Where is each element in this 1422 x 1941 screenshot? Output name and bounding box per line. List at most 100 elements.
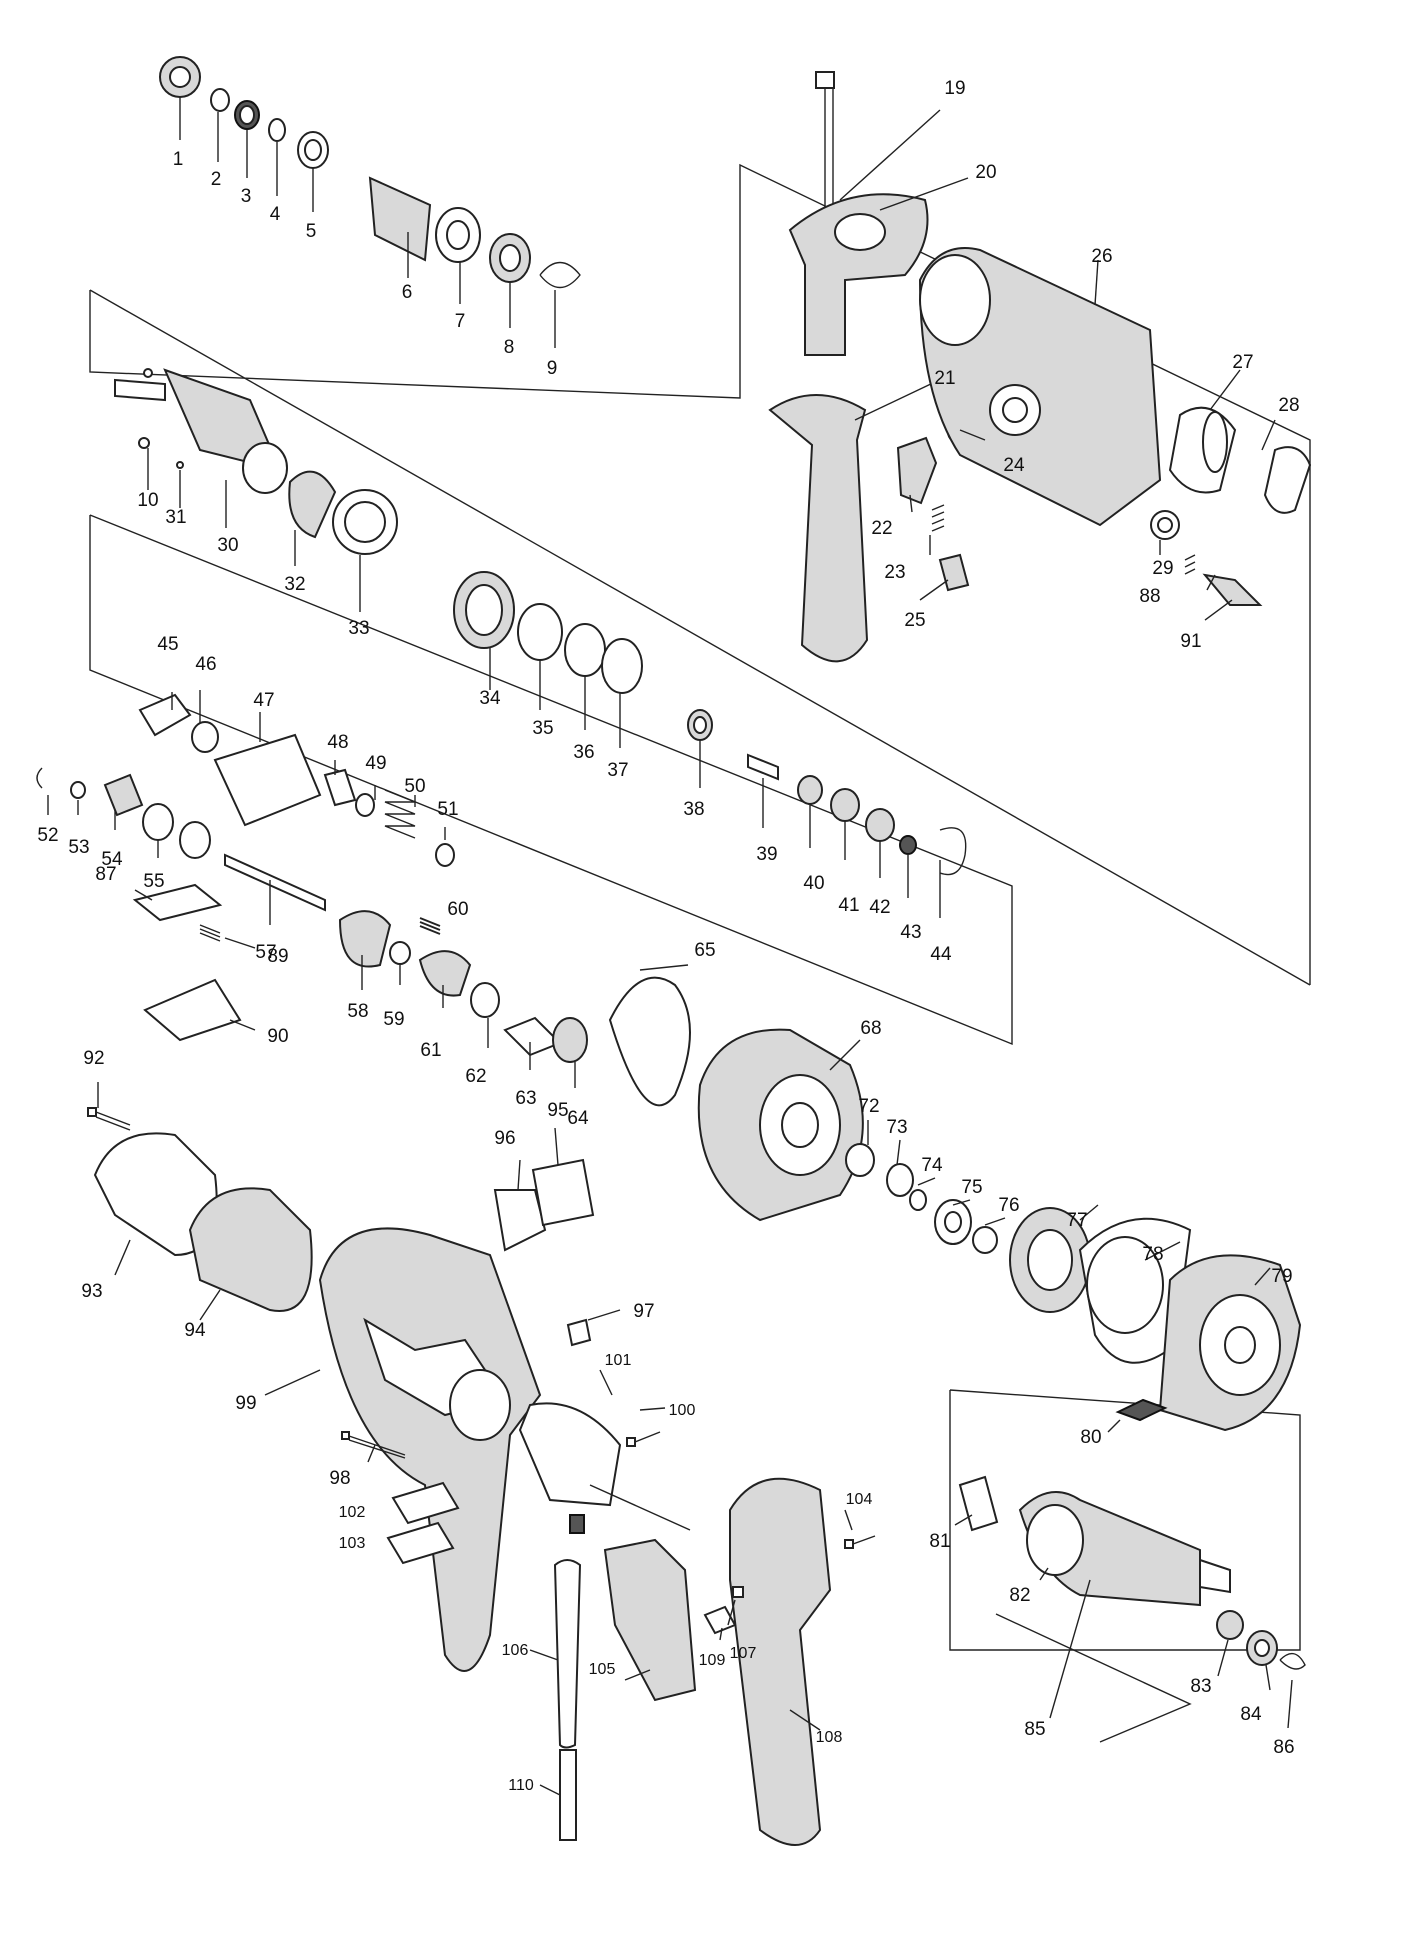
part-label-27: 27	[1232, 352, 1253, 373]
part-label-102: 102	[339, 1504, 366, 1521]
part-label-40: 40	[803, 873, 824, 894]
part-label-35: 35	[532, 718, 553, 739]
part-label-89: 89	[267, 946, 288, 967]
part-label-31: 31	[165, 507, 186, 528]
part-label-75: 75	[961, 1177, 982, 1198]
part-label-36: 36	[573, 742, 594, 763]
part-label-107: 107	[730, 1645, 757, 1662]
part-label-77: 77	[1066, 1210, 1087, 1231]
part-label-108: 108	[816, 1729, 843, 1746]
part-label-82: 82	[1009, 1585, 1030, 1606]
part-label-61: 61	[420, 1040, 441, 1061]
part-label-91: 91	[1180, 631, 1201, 652]
part-label-72: 72	[858, 1096, 879, 1117]
part-label-51: 51	[437, 799, 458, 820]
part-label-81: 81	[929, 1531, 950, 1552]
part-label-85: 85	[1024, 1719, 1045, 1740]
clutch-parts	[453, 571, 967, 918]
part-label-88: 88	[1139, 586, 1160, 607]
part-label-3: 3	[241, 186, 252, 207]
part-label-42: 42	[869, 897, 890, 918]
part-label-33: 33	[348, 618, 369, 639]
part-label-62: 62	[465, 1066, 486, 1087]
part-label-68: 68	[860, 1018, 881, 1039]
part-label-49: 49	[365, 753, 386, 774]
part-label-57: 57	[255, 942, 276, 963]
part-label-8: 8	[504, 337, 515, 358]
part-label-37: 37	[607, 760, 628, 781]
part-label-1: 1	[173, 149, 184, 170]
nose-parts	[159, 56, 581, 348]
part-label-94: 94	[184, 1320, 206, 1341]
part-label-59: 59	[383, 1009, 404, 1030]
part-label-110: 110	[508, 1777, 534, 1794]
part-label-78: 78	[1142, 1244, 1163, 1265]
part-label-9: 9	[547, 358, 558, 379]
part-label-76: 76	[998, 1195, 1019, 1216]
part-label-90: 90	[267, 1026, 288, 1047]
part-label-101: 101	[605, 1352, 632, 1369]
part-label-38: 38	[683, 799, 704, 820]
part-label-5: 5	[306, 221, 317, 242]
part-label-19: 19	[944, 78, 965, 99]
part-label-39: 39	[756, 844, 777, 865]
fan-parts	[1009, 1204, 1302, 1433]
part-label-29: 29	[1152, 558, 1173, 579]
part-label-43: 43	[900, 922, 921, 943]
part-number-labels: 1 2 3 4 5 6 7 8 9 10 19 20 21 22 23 24 2…	[37, 78, 1299, 1794]
part-label-7: 7	[455, 311, 466, 332]
part-label-60: 60	[447, 899, 468, 920]
part-label-48: 48	[327, 732, 348, 753]
barrel-parts	[114, 368, 398, 612]
part-label-53: 53	[68, 837, 89, 858]
part-label-34: 34	[479, 688, 501, 709]
part-label-30: 30	[217, 535, 238, 556]
part-label-92: 92	[83, 1048, 104, 1069]
motor-housing-front	[697, 1028, 1006, 1254]
part-label-96: 96	[494, 1128, 515, 1149]
part-label-52: 52	[37, 825, 58, 846]
part-label-73: 73	[886, 1117, 907, 1138]
part-label-100: 100	[669, 1402, 696, 1419]
part-label-95: 95	[547, 1100, 568, 1121]
part-label-86: 86	[1273, 1737, 1294, 1758]
part-label-99: 99	[235, 1393, 256, 1414]
part-label-106: 106	[502, 1642, 529, 1659]
part-label-84: 84	[1240, 1704, 1262, 1725]
part-label-20: 20	[975, 162, 996, 183]
part-label-65: 65	[694, 940, 715, 961]
part-label-55: 55	[143, 871, 164, 892]
part-label-24: 24	[1003, 455, 1025, 476]
main-housing	[264, 1127, 621, 1672]
armature-parts	[954, 1475, 1306, 1729]
part-label-47: 47	[253, 690, 274, 711]
part-label-6: 6	[402, 282, 413, 303]
part-label-4: 4	[270, 204, 281, 225]
section-frames	[89, 163, 1311, 1743]
part-label-10: 10	[137, 490, 158, 511]
part-label-22: 22	[871, 518, 892, 539]
gear-housing-parts	[918, 247, 1312, 621]
part-label-87: 87	[95, 864, 116, 885]
part-label-98: 98	[329, 1468, 350, 1489]
side-handle-parts	[768, 71, 996, 663]
part-label-104: 104	[846, 1491, 873, 1508]
part-label-46: 46	[195, 654, 216, 675]
switch-parts	[341, 1369, 876, 1846]
part-label-26: 26	[1091, 246, 1112, 267]
part-label-21: 21	[934, 368, 955, 389]
part-label-79: 79	[1271, 1266, 1292, 1287]
part-label-32: 32	[284, 574, 305, 595]
part-label-64: 64	[567, 1108, 589, 1129]
part-label-50: 50	[404, 776, 425, 797]
part-label-105: 105	[589, 1661, 616, 1678]
part-label-97: 97	[633, 1301, 654, 1322]
part-label-54: 54	[101, 849, 123, 870]
part-label-74: 74	[921, 1155, 943, 1176]
part-label-63: 63	[515, 1088, 536, 1109]
part-label-83: 83	[1190, 1676, 1211, 1697]
part-label-44: 44	[930, 944, 952, 965]
part-label-109: 109	[699, 1652, 726, 1669]
brush-holder-parts	[87, 1082, 313, 1321]
part-label-25: 25	[904, 610, 925, 631]
